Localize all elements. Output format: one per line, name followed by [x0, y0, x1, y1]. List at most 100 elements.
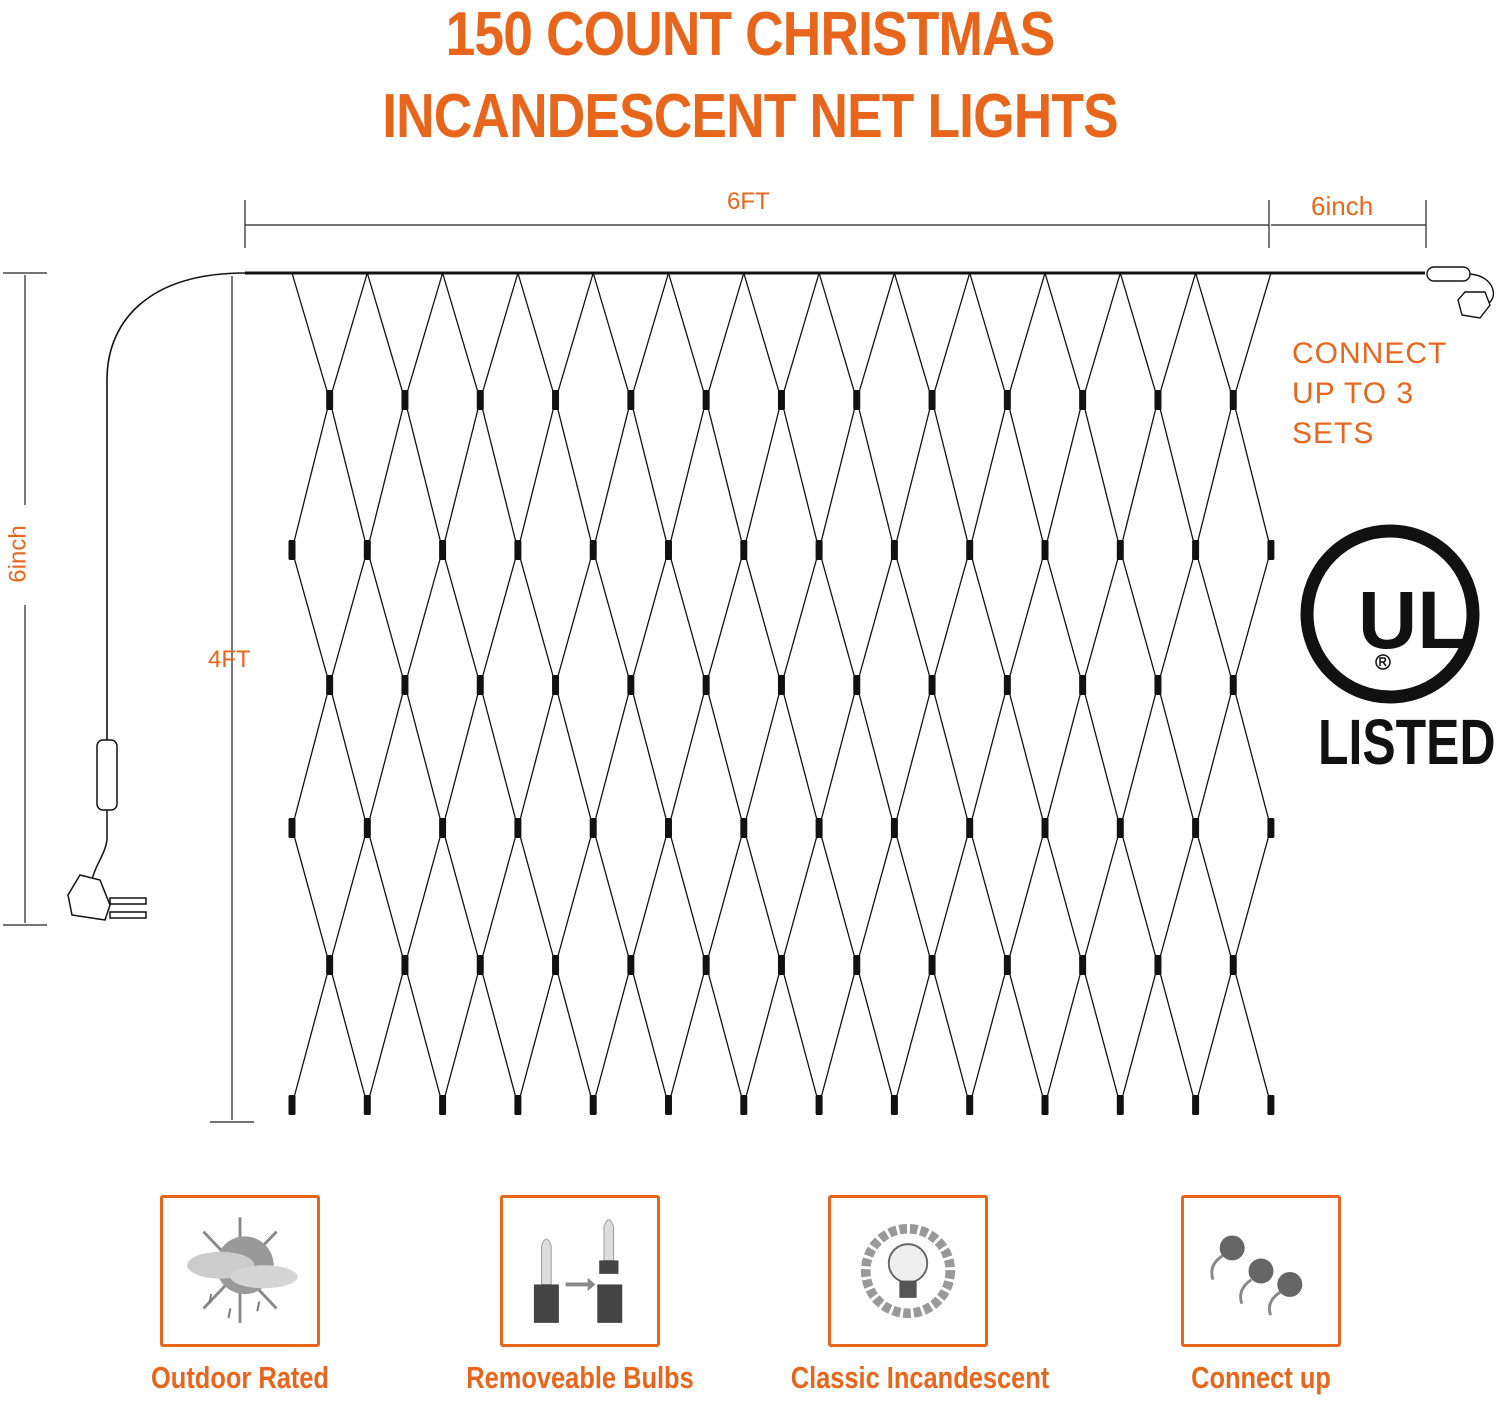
net-wire [705, 684, 745, 829]
net-wire [291, 964, 331, 1106]
net-wire [893, 272, 933, 401]
bulbs [288, 390, 1275, 1115]
bulb [363, 540, 371, 560]
net-wire [969, 549, 1008, 686]
net-wire [931, 272, 971, 401]
bulb [363, 1095, 371, 1115]
net-wire [554, 549, 594, 686]
net-wire [517, 399, 557, 551]
net-wire [667, 684, 707, 829]
net-wire [592, 399, 632, 551]
net-wire [1119, 827, 1159, 966]
bulb [514, 540, 522, 560]
bulb [928, 955, 936, 975]
bulb [966, 818, 974, 838]
bulb [740, 540, 748, 560]
net-wire [743, 272, 783, 401]
bulb [1003, 390, 1011, 410]
net-wire [366, 399, 406, 551]
bulb [1079, 955, 1087, 975]
net-wire [893, 399, 933, 551]
plug-icon [67, 874, 147, 921]
net-wire [1006, 399, 1046, 551]
net-wire [1119, 272, 1159, 401]
bulb [665, 1095, 672, 1115]
bulb [665, 818, 672, 838]
net-wire [893, 549, 933, 686]
bulb [326, 955, 334, 975]
net-wire [1232, 964, 1272, 1106]
net-wire [366, 684, 406, 829]
bulb [589, 818, 597, 838]
net-wire [1044, 827, 1084, 966]
net-wire [554, 827, 594, 966]
net-wire [517, 549, 557, 686]
bulb [702, 955, 710, 975]
net-wire [818, 964, 858, 1106]
net-wire [329, 399, 368, 551]
net-wire [1119, 549, 1159, 686]
bulb [439, 540, 447, 560]
bulb [439, 1095, 447, 1115]
net-wire [630, 684, 670, 829]
connect-text: CONNECT UP TO 3 SETS [1292, 334, 1500, 454]
net-wire [893, 684, 933, 829]
bulb [288, 818, 296, 838]
bulb [853, 675, 861, 695]
bulb [1267, 818, 1275, 838]
registered-mark-icon [1375, 654, 1391, 670]
bulb [288, 1095, 296, 1115]
bulb [702, 390, 710, 410]
bulb [1192, 540, 1200, 560]
bulb [288, 540, 296, 560]
net-wire [517, 684, 557, 829]
net-wire [1119, 684, 1159, 829]
bulb [326, 390, 334, 410]
net-wire [404, 272, 444, 401]
bulb [401, 955, 409, 975]
net-wire [479, 399, 519, 551]
net-wire [1157, 684, 1197, 829]
bulb [702, 675, 710, 695]
lead-length-label: 6inch [1311, 191, 1374, 221]
lead-cord [106, 272, 246, 740]
bulb [966, 1095, 974, 1115]
net-wire [291, 272, 331, 401]
net-wire [931, 827, 971, 966]
cord-length-label: 6inch [4, 525, 32, 583]
net-wire [969, 684, 1008, 829]
net-wire [291, 827, 331, 966]
net-wire [856, 827, 896, 966]
net-wire [404, 549, 444, 686]
net-wire [969, 399, 1008, 551]
bulb [1154, 390, 1162, 410]
net-wire [1082, 684, 1121, 829]
bulb [777, 955, 785, 975]
net-wire [1157, 827, 1197, 966]
net-wire [893, 964, 933, 1106]
net-wire [1044, 684, 1084, 829]
net-wires [291, 272, 1272, 1106]
bulb [627, 675, 635, 695]
net-wire [1082, 964, 1121, 1106]
net-wire [1006, 827, 1046, 966]
net-wire [592, 684, 632, 829]
net-wire [404, 827, 444, 966]
bulb [363, 818, 371, 838]
bulb [401, 675, 409, 695]
inline-switch [96, 739, 118, 811]
net-wire [441, 827, 481, 966]
feature-label-outdoor-rated: Outdoor Rated [151, 1360, 329, 1395]
bulb [815, 818, 823, 838]
bulb [1229, 675, 1237, 695]
bulb [966, 540, 974, 560]
net-wire [1194, 549, 1234, 686]
bulb [1267, 1095, 1275, 1115]
net-wire [780, 272, 820, 401]
net-wire [705, 399, 745, 551]
net-wire [780, 684, 820, 829]
bulb [1079, 675, 1087, 695]
net-wire [743, 964, 783, 1106]
net-wire [1044, 549, 1084, 686]
